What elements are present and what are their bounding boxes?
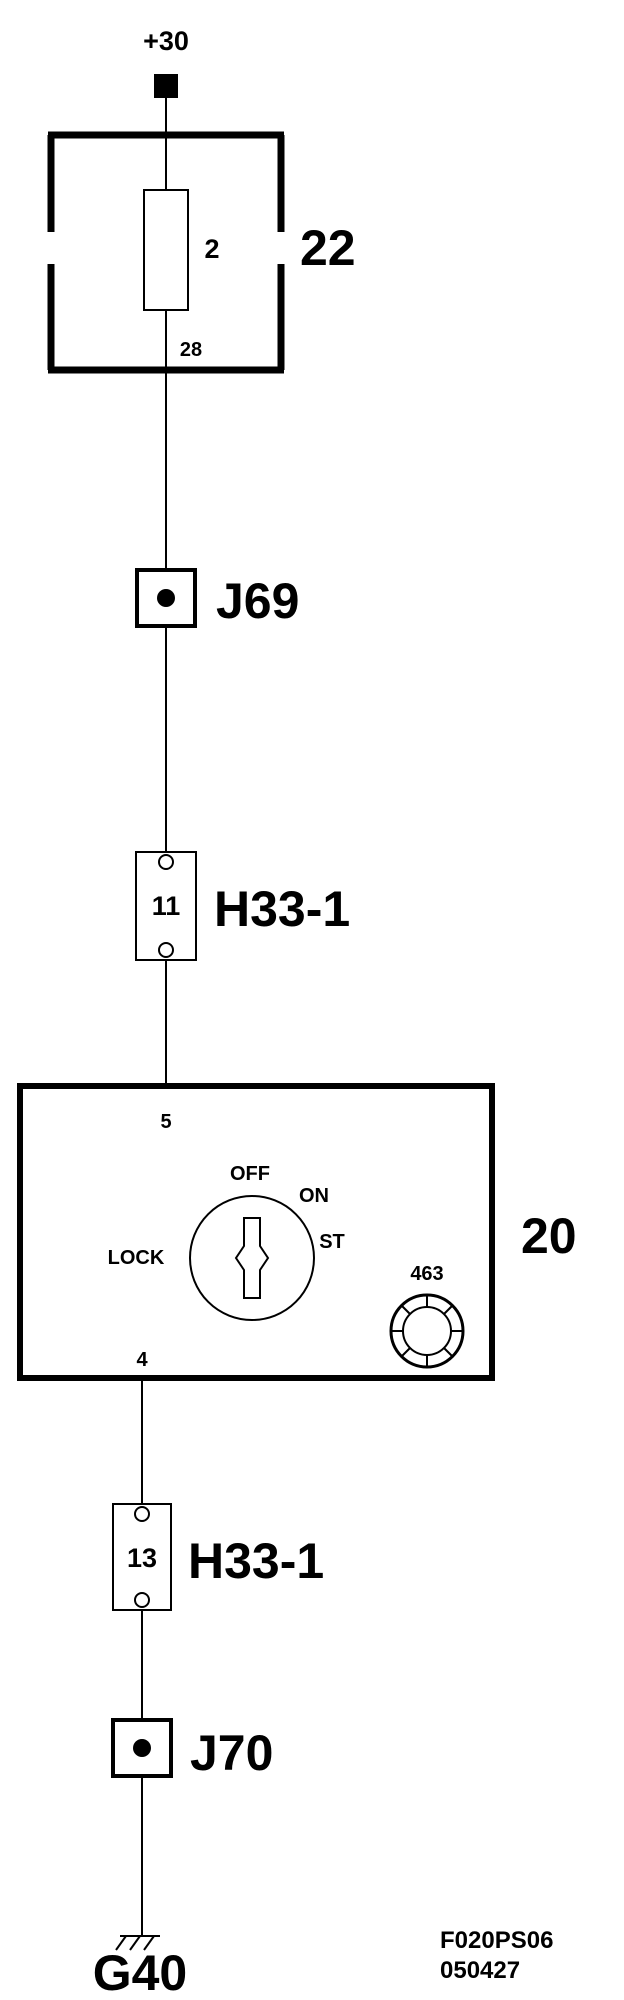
lamp-reference: 463: [410, 1263, 443, 1285]
drawing-code-line1: F020PS06: [440, 1927, 553, 1954]
connector-top-pin-number: 11: [152, 891, 181, 921]
splice-j70-dot: [133, 1739, 151, 1757]
key-icon: [234, 1217, 270, 1299]
fuse-number: 2: [204, 234, 219, 264]
splice-j70-label: J70: [190, 1725, 273, 1781]
illumination-lamp-icon: [389, 1293, 465, 1369]
drawing-code-line2: 050427: [440, 1957, 520, 1984]
connector-top-pin-b: [158, 942, 174, 958]
position-lock: LOCK: [108, 1247, 165, 1269]
position-off: OFF: [230, 1163, 270, 1185]
connector-top-pin-a: [158, 854, 174, 870]
position-on: ON: [299, 1185, 329, 1207]
fuse-box-pin-out: 28: [180, 339, 202, 361]
ignition-switch-pin-out: 4: [136, 1349, 148, 1371]
fuse-box: [47, 131, 285, 374]
supply-label: +30: [143, 26, 189, 56]
splice-j69-dot: [157, 589, 175, 607]
ground-symbol-icon: [115, 1935, 160, 1951]
connector-bottom-pin-a: [134, 1506, 150, 1522]
ignition-switch-id: 20: [521, 1208, 577, 1264]
ground-label: G40: [93, 1945, 188, 2000]
connector-bottom-label: H33-1: [188, 1533, 324, 1589]
connector-bottom-pin-number: 13: [127, 1543, 157, 1573]
ignition-switch-pin-in: 5: [160, 1111, 171, 1133]
fuse-element: [143, 189, 189, 311]
supply-terminal: [154, 74, 178, 98]
connector-top-label: H33-1: [214, 881, 350, 937]
position-start: ST: [319, 1231, 345, 1253]
fuse-box-id: 22: [300, 220, 356, 276]
connector-bottom-pin-b: [134, 1592, 150, 1608]
splice-j69-label: J69: [216, 573, 299, 629]
